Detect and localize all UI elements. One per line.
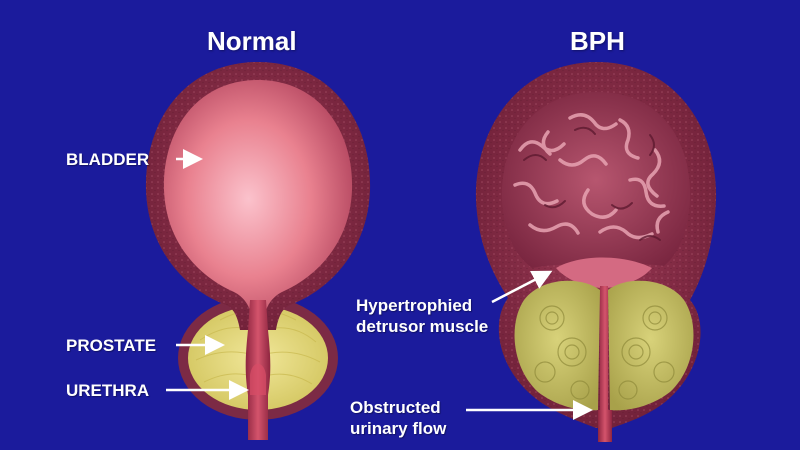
bph-detrusor-band [556,257,652,288]
normal-anatomy [145,62,371,440]
bph-prostate-left-lobe [514,280,600,411]
bph-title: BPH [570,26,625,56]
bph-anatomy [475,62,717,442]
obstructed-label-line2: urinary flow [350,419,447,438]
bladder-label: BLADDER [66,150,150,169]
prostate-label: PROSTATE [66,336,157,355]
obstructed-label: Obstructed urinary flow [350,397,446,439]
bph-prostate-right-lobe [608,280,694,411]
bph-prostate-texture [534,305,675,400]
hypertrophied-label-line1: Hypertrophied [356,296,473,315]
hypertrophied-arrow [491,270,553,304]
bph-bladder-lumen [501,92,691,268]
urethra-label: URETHRA [66,381,150,400]
pointer-arrows [166,149,593,420]
normal-bladder-lumen [163,80,353,318]
hypertrophied-label-line2: detrusor muscle [356,317,489,336]
normal-title: Normal [207,26,297,56]
hypertrophied-label: Hypertrophied detrusor muscle [356,295,488,337]
bph-urethra [598,286,612,442]
obstructed-label-line1: Obstructed [350,398,441,417]
